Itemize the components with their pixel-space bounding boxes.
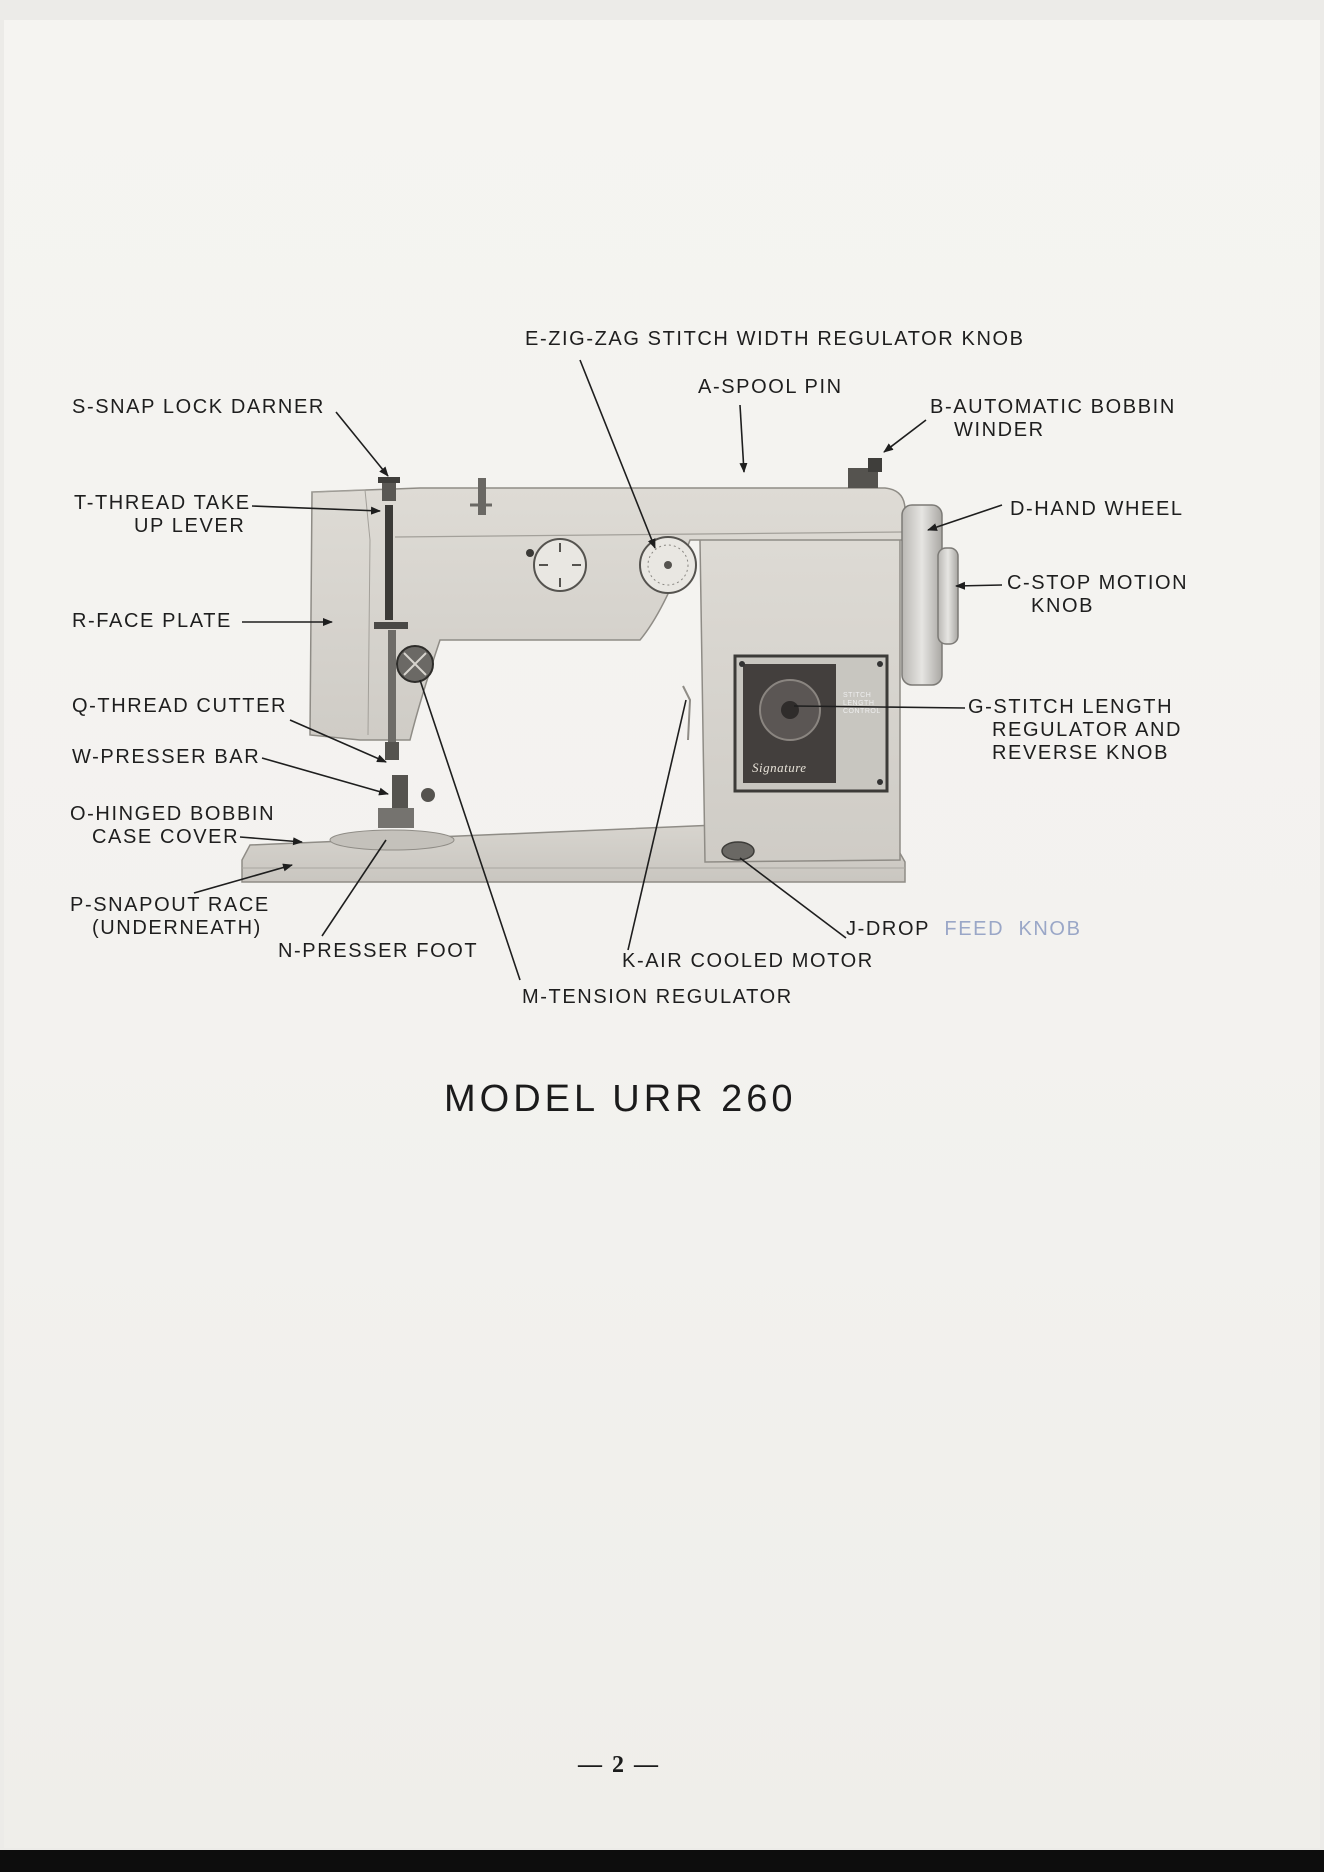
label-stop-motion: C-STOP MOTION KNOB — [1007, 572, 1188, 618]
scan-edge — [0, 1850, 1324, 1872]
drop-feed-knob — [722, 842, 754, 860]
label-snapout-race: P-SNAPOUT RACE (UNDERNEATH) — [70, 894, 270, 940]
label-presser-bar: W-PRESSER BAR — [72, 746, 260, 769]
take-up-lever — [385, 505, 393, 620]
presser-bar — [388, 630, 396, 750]
stop-motion-knob — [938, 548, 958, 644]
label-tension-regulator: M-TENSION REGULATOR — [522, 986, 793, 1009]
brand-logo: Signature — [752, 756, 807, 779]
page-number: — 2 — — [578, 1752, 660, 1779]
label-snap-lock-darner: S-SNAP LOCK DARNER — [72, 396, 325, 419]
label-stitch-length: G-STITCH LENGTH REGULATOR AND REVERSE KN… — [968, 696, 1182, 765]
needle-plate — [330, 830, 454, 850]
model-title: MODEL URR 260 — [444, 1078, 797, 1121]
label-take-up-lever: T-THREAD TAKE UP LEVER — [74, 492, 251, 538]
stitch-control-text: STITCH LENGTH CONTROL — [843, 692, 881, 716]
label-hand-wheel: D-HAND WHEEL — [1010, 498, 1184, 521]
label-face-plate: R-FACE PLATE — [72, 610, 232, 633]
label-presser-foot: N-PRESSER FOOT — [278, 940, 478, 963]
label-drop-feed: J-DROP FEED KNOB — [846, 918, 1082, 941]
label-bobbin-winder: B-AUTOMATIC BOBBIN WINDER — [930, 396, 1176, 442]
hand-wheel — [902, 505, 942, 685]
label-bobbin-cover: O-HINGED BOBBIN CASE COVER — [70, 803, 275, 849]
presser-foot — [378, 808, 414, 828]
snap-lock-darner — [382, 483, 396, 501]
label-motor: K-AIR COOLED MOTOR — [622, 950, 874, 973]
label-zigzag: E-ZIG-ZAG STITCH WIDTH REGULATOR KNOB — [525, 328, 1025, 351]
label-thread-cutter: Q-THREAD CUTTER — [72, 695, 287, 718]
label-spool-pin: A-SPOOL PIN — [698, 376, 843, 399]
